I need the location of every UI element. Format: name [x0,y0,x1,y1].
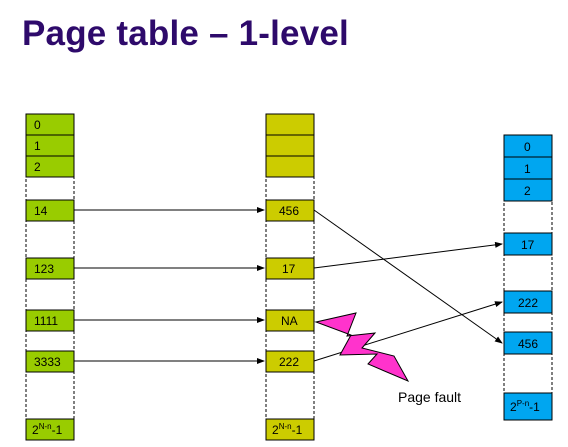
pte-cell-1 [265,134,315,157]
frame-cell-456 [503,331,553,355]
virtual-cell-last-label: 2N-n-1 [32,422,63,437]
pte-cell-2 [265,155,315,178]
virtual-cell-2 [25,155,75,178]
page-table-column: 456 17 NA 222 2N-n-1 [265,113,315,441]
pte-cell-17 [265,257,315,280]
frame-cell-17 [503,232,553,256]
pte-cell-0 [265,113,315,136]
virtual-cell-14-label: 14 [34,204,48,218]
virtual-pages-column: 0 1 2 14 123 1111 3333 2N-n-1 [25,113,75,441]
pte-cell-222 [265,350,315,373]
virtual-cell-1111-label: 1111 [34,314,58,328]
frame-cell-1-label: 1 [524,162,531,176]
virtual-cell-last [25,418,75,441]
page-title: Page table – 1-level [22,14,349,53]
pte-cell-456-label: 456 [279,204,299,218]
frame-cell-222 [503,290,553,314]
physical-frames-column: 0 1 2 17 222 456 2P-n-1 [503,134,553,421]
lightning-bolt-icon [314,312,410,383]
page-fault-label: Page fault [398,389,461,405]
virtual-cell-3333-label: 3333 [34,355,61,369]
frame-cell-2-label: 2 [524,184,531,198]
frame-cell-2 [503,178,553,202]
virtual-cell-123-label: 123 [34,262,54,276]
pte-cell-last [265,418,315,441]
vpn-to-pte-arrows [74,207,265,364]
frame-cell-last-label: 2P-n-1 [510,399,540,414]
arrow-456-to-frame-456 [313,209,503,344]
pte-cell-222-label: 222 [279,355,299,369]
pte-cell-last-label: 2N-n-1 [272,422,303,437]
pte-to-frame-arrows [313,209,503,362]
frame-cell-0-label: 0 [524,140,531,154]
virtual-cell-2-label: 2 [34,160,41,174]
virtual-cell-0-label: 0 [34,118,41,132]
frame-cell-17-label: 17 [521,238,535,252]
pte-cell-na-label: NA [281,314,298,328]
arrow-17-to-frame-17 [313,241,503,269]
frame-cell-222-label: 222 [518,296,538,310]
virtual-cell-1-label: 1 [34,139,41,153]
frame-cell-456-label: 456 [518,337,538,351]
pte-cell-17-label: 17 [282,262,296,276]
frame-cell-last [503,392,553,421]
pte-cell-na [265,309,315,332]
